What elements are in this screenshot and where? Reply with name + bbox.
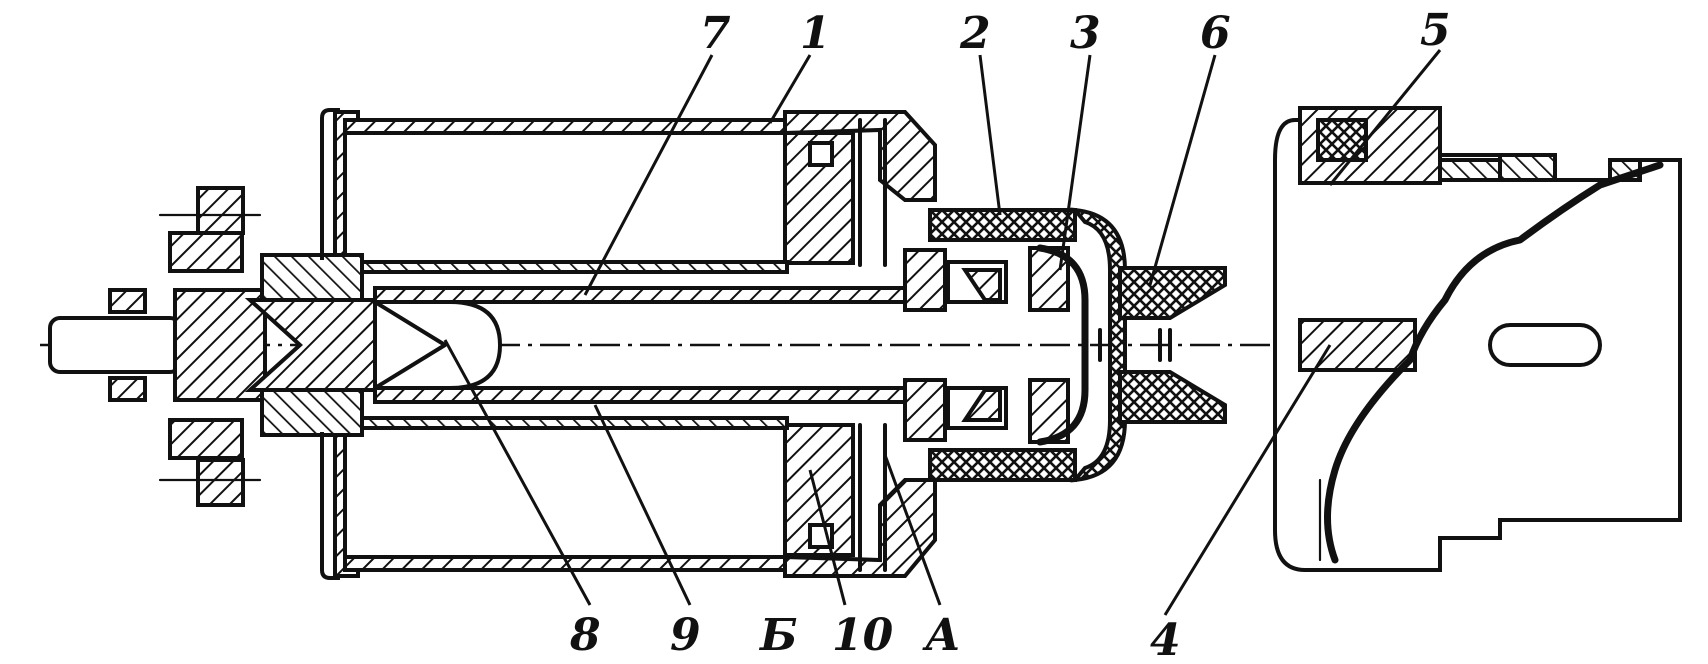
callout-8: 8 (569, 610, 601, 661)
turbine-wheel (783, 118, 887, 572)
callout-3: 3 (1070, 8, 1101, 59)
callout-1: 1 (800, 8, 831, 59)
callout-5: 5 (1420, 5, 1451, 56)
callout-B: Б (758, 610, 798, 661)
inner-tubes (360, 260, 932, 430)
seal-assembly (903, 207, 1227, 483)
callout-A: А (922, 610, 961, 661)
input-shaft-assembly (48, 186, 377, 507)
callout-7: 7 (700, 8, 731, 59)
callout-2: 2 (959, 8, 991, 59)
callout-10: 10 (832, 610, 894, 661)
callout-labels: 7 1 2 3 6 5 8 9 Б 10 А 4 (569, 5, 1451, 664)
driven-unit (1273, 106, 1682, 572)
callout-9: 9 (670, 610, 701, 661)
callout-6: 6 (1200, 8, 1231, 59)
callout-4: 4 (1150, 615, 1181, 664)
leader-lines (443, 49, 1442, 616)
